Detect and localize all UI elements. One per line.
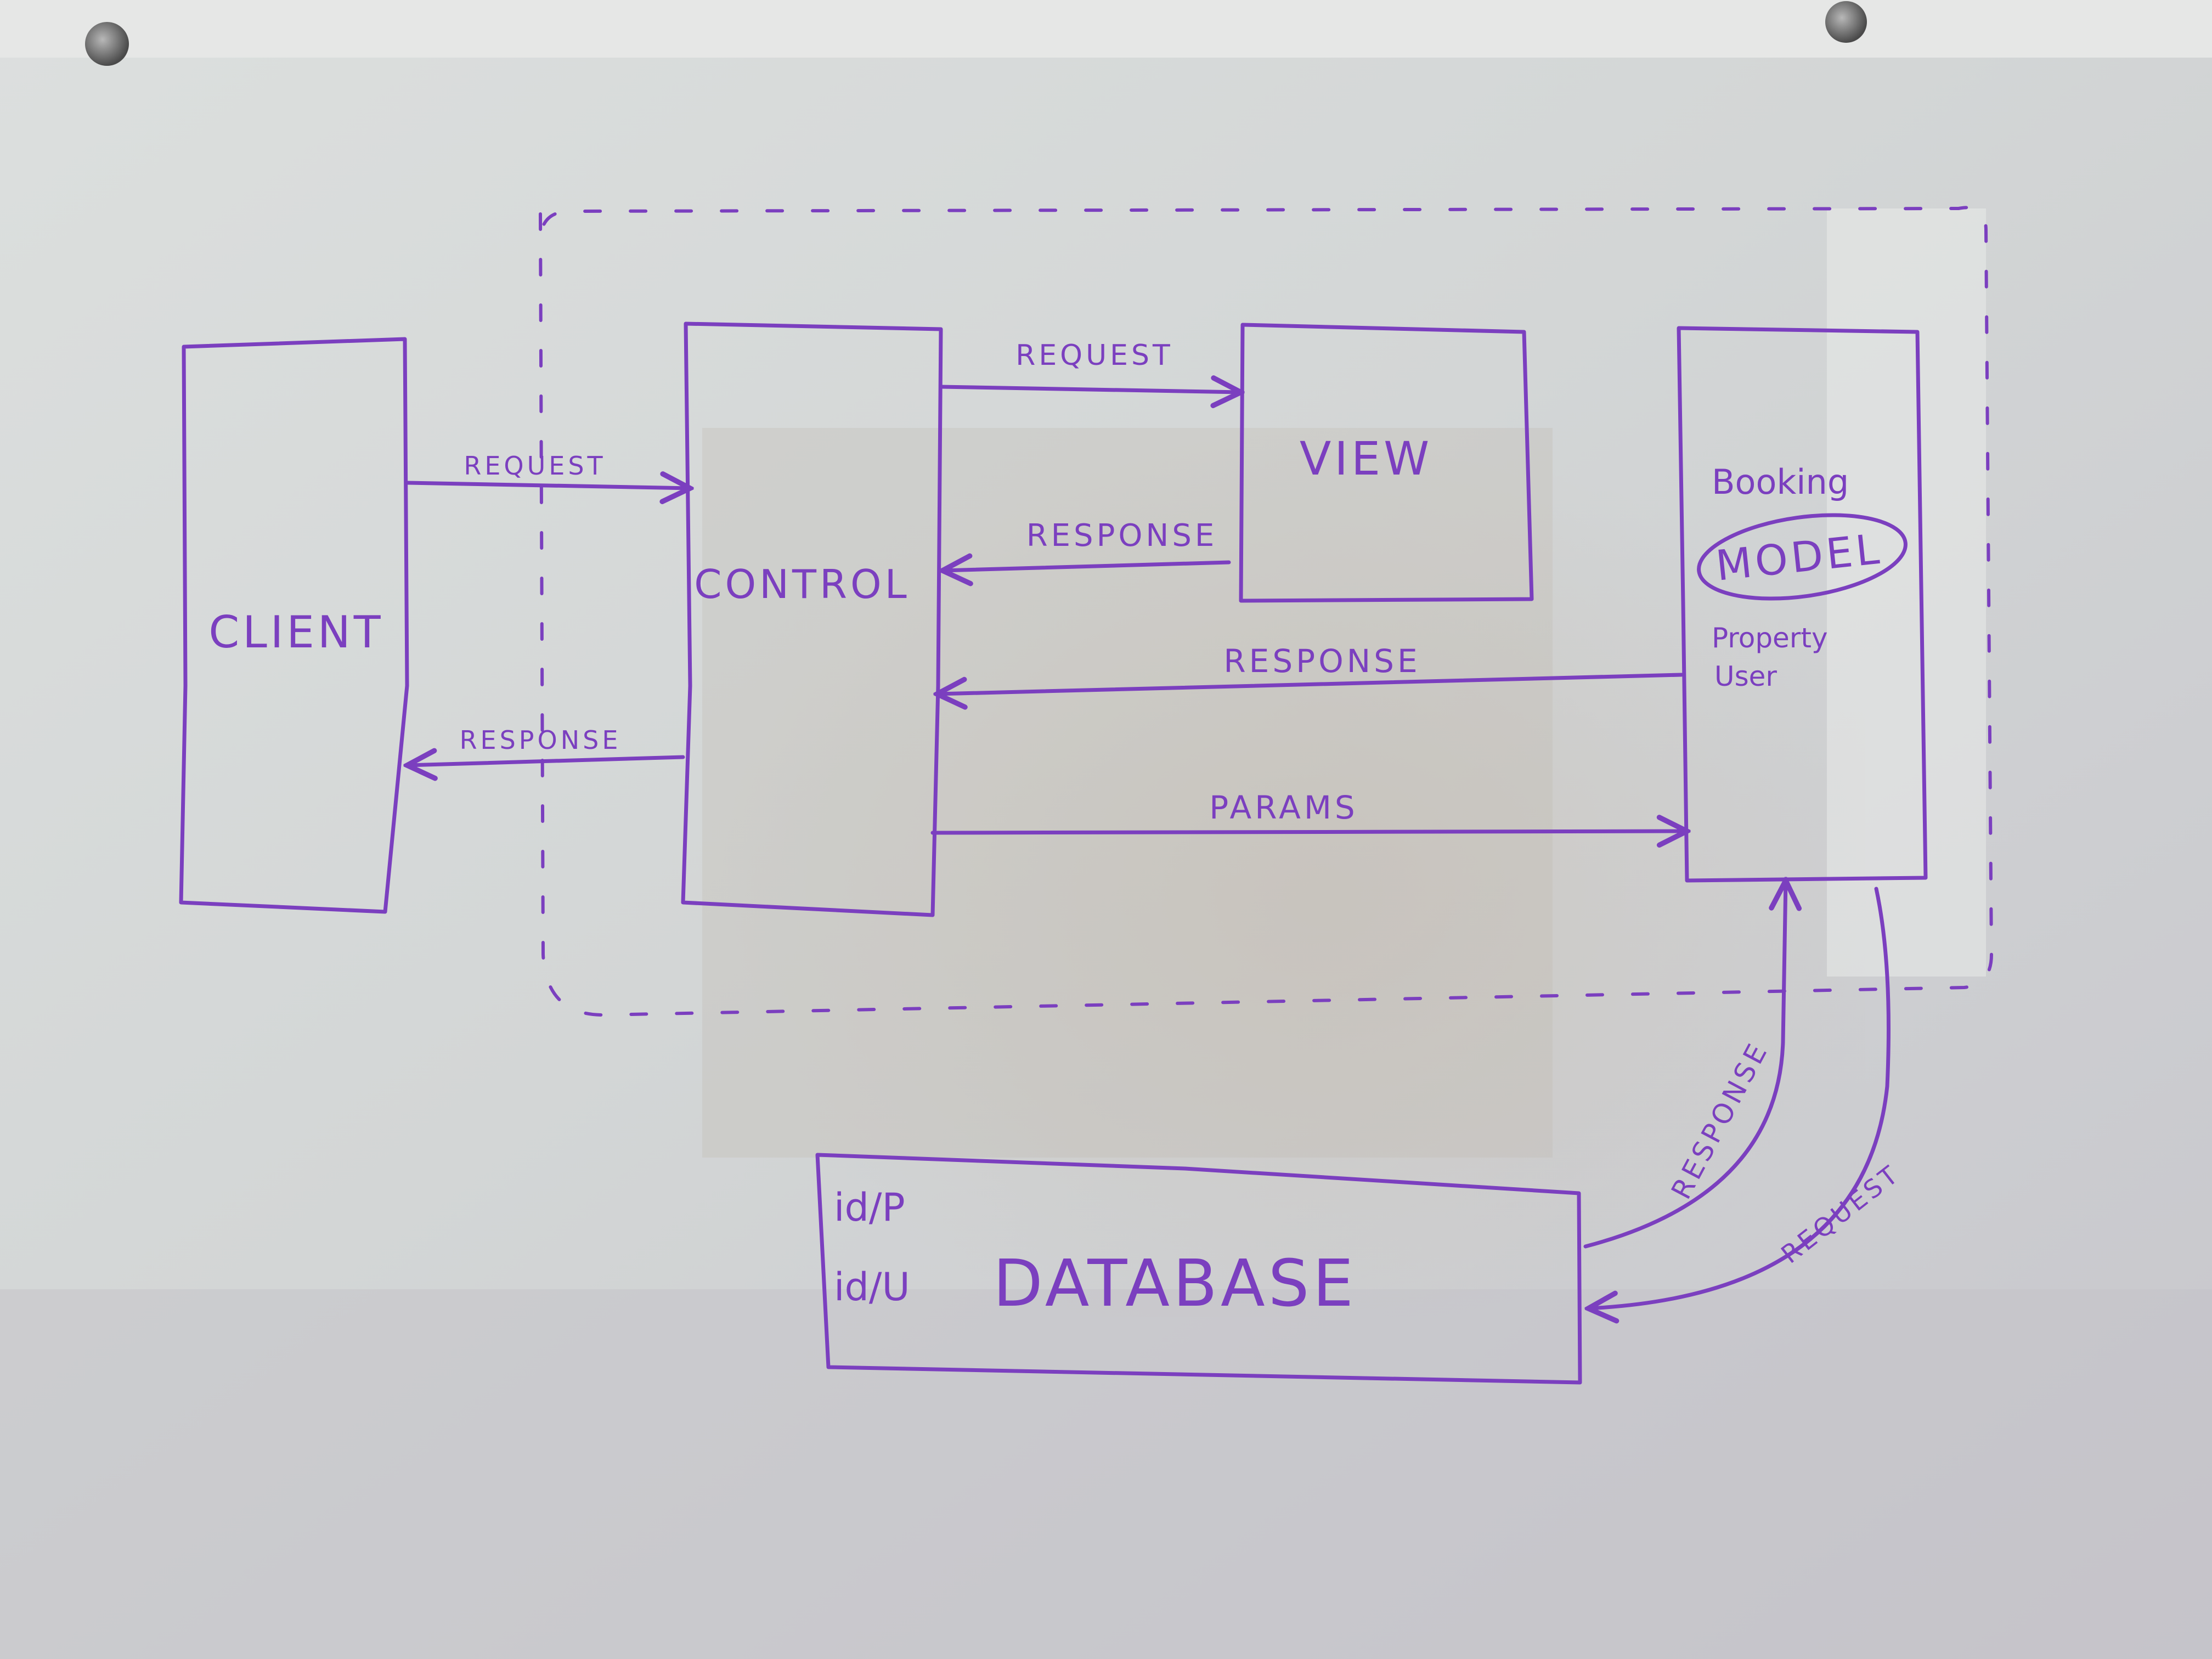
mount-bolt-left xyxy=(85,22,129,66)
arrow-control-to-view xyxy=(939,387,1241,392)
dashed-boundary xyxy=(539,206,1994,1017)
database-label: DATABASE xyxy=(993,1245,1357,1321)
database-key-idp: id/P xyxy=(834,1185,905,1230)
label-model-to-control: RESPONSE xyxy=(1223,642,1420,680)
arrow-control-to-model xyxy=(930,831,1687,833)
arrow-database-to-model xyxy=(1583,881,1786,1249)
model-circle xyxy=(1697,513,1908,601)
control-node: CONTROL xyxy=(681,321,943,917)
view-node: VIEW xyxy=(1239,323,1534,603)
arrow-model-to-database xyxy=(1588,887,1891,1308)
label-control-to-model: PARAMS xyxy=(1209,789,1358,826)
client-label: CLIENT xyxy=(208,607,383,658)
reflection-glow xyxy=(658,384,1865,1317)
label-client-to-control: REQUEST xyxy=(464,451,606,481)
label-control-to-view: REQUEST xyxy=(1015,339,1173,372)
window-reflection xyxy=(1827,208,1986,977)
arrow-view-to-control xyxy=(943,562,1231,571)
database-node: id/P id/U DATABASE xyxy=(815,1153,1582,1385)
wall-strip xyxy=(0,0,2212,58)
model-entity-booking: Booking xyxy=(1712,462,1849,502)
client-node: CLIENT xyxy=(179,337,409,914)
model-entity-user: User xyxy=(1714,661,1777,692)
arrow-control-to-client xyxy=(407,757,685,765)
label-control-to-client: RESPONSE xyxy=(460,725,622,755)
floor-reflection xyxy=(0,1289,2212,1659)
arrow-model-to-control xyxy=(937,673,1684,694)
label-view-to-control: RESPONSE xyxy=(1026,518,1218,554)
model-entity-property: Property xyxy=(1712,622,1828,654)
mount-bolt-right xyxy=(1825,1,1867,43)
room-reflection xyxy=(702,428,1553,1158)
control-label: CONTROL xyxy=(694,561,910,607)
view-label: VIEW xyxy=(1300,432,1432,486)
database-key-idu: id/U xyxy=(834,1265,910,1310)
arrow-client-to-control xyxy=(405,483,690,488)
